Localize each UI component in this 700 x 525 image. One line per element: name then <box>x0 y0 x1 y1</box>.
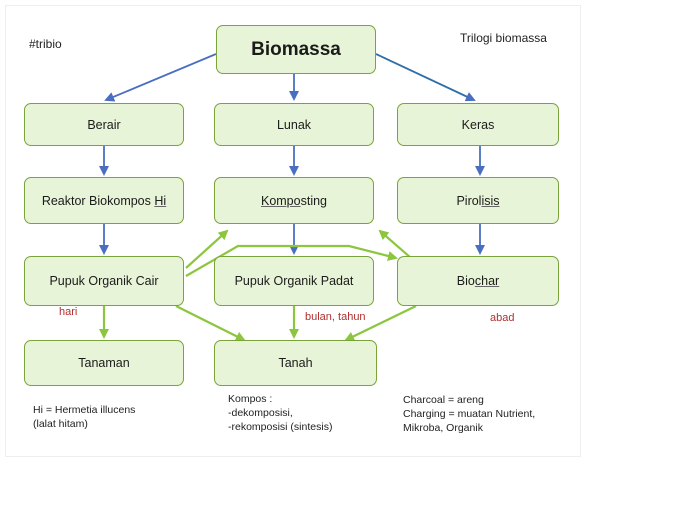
note-kompos-line2: -dekomposisi, <box>228 407 293 419</box>
node-reaktor-label: Reaktor Biokompos Hi <box>42 194 166 208</box>
node-poc-label: Pupuk Organik Cair <box>49 274 159 288</box>
diagram-canvas: #tribio Trilogi biomassa Biomassa Berair… <box>6 6 580 456</box>
node-tanaman: Tanaman <box>24 340 184 386</box>
note-kompos-line3: -rekomposisi (sintesis) <box>228 421 333 433</box>
arrow-poc-tanah <box>175 305 246 341</box>
arrow-biomassa-berair <box>104 53 217 102</box>
node-pirolisis: Pirolisis <box>397 177 559 224</box>
node-tanah-label: Tanah <box>278 356 313 370</box>
biochar-text: Bio <box>456 274 475 288</box>
note-charcoal: Charcoal = areng Charging = muatan Nutri… <box>403 393 535 435</box>
node-komposting: Komposting <box>214 177 374 224</box>
note-charcoal-line3: Mikroba, Organik <box>403 422 483 434</box>
subtitle-label: Trilogi biomassa <box>460 31 547 45</box>
time-label-hari: hari <box>59 306 78 318</box>
note-charcoal-line1: Charcoal = areng <box>403 394 484 406</box>
node-lunak-label: Lunak <box>276 117 312 132</box>
note-hermetia-line2: (lalat hitam) <box>33 418 88 430</box>
tag-label: #tribio <box>29 37 62 51</box>
node-biomassa-label: Biomassa <box>251 38 341 60</box>
time-label-bulan-tahun: bulan, tahun <box>305 311 366 323</box>
node-tanah: Tanah <box>214 340 377 386</box>
node-berair: Berair <box>24 103 184 146</box>
note-kompos-line1: Kompos : <box>228 393 273 405</box>
node-tanaman-label: Tanaman <box>78 356 130 370</box>
note-hermetia-line1: Hi = Hermetia illucens <box>33 404 136 416</box>
node-pirolisis-label: Pirolisis <box>456 194 499 208</box>
node-pupuk-organik-cair: Pupuk Organik Cair <box>24 256 184 306</box>
pirolisis-text: Pirol <box>456 193 482 208</box>
komposting-text: sting <box>300 193 327 208</box>
komposting-underlined-text: Kompo <box>260 193 301 208</box>
arrow-poc-biochar <box>185 244 398 277</box>
note-hermetia: Hi = Hermetia illucens (lalat hitam) <box>33 403 135 431</box>
note-charcoal-line2: Charging = muatan Nutrient, <box>403 408 536 420</box>
arrow-biochar-komposting <box>378 229 412 259</box>
reaktor-text: Reaktor Biokompos <box>41 193 155 208</box>
pirolisis-underlined-text: isis <box>481 193 500 208</box>
node-reaktor-biokompos: Reaktor Biokompos Hi <box>24 177 184 224</box>
node-biochar-label: Biochar <box>457 274 499 288</box>
arrow-poc-komposting <box>185 229 229 269</box>
arrow-biochar-tanah <box>344 305 417 342</box>
node-pop-label: Pupuk Organik Padat <box>234 274 354 288</box>
node-biochar: Biochar <box>397 256 559 306</box>
node-komposting-label: Komposting <box>261 194 327 208</box>
arrow-layer <box>99 53 485 342</box>
arrow-biomassa-keras <box>375 53 476 102</box>
node-berair-label: Berair <box>87 117 121 132</box>
biochar-underlined-text: char <box>474 274 500 288</box>
node-keras: Keras <box>397 103 559 146</box>
node-pupuk-organik-padat: Pupuk Organik Padat <box>214 256 374 306</box>
note-kompos: Kompos : -dekomposisi, -rekomposisi (sin… <box>228 392 332 434</box>
reaktor-hi-text: Hi <box>154 193 167 208</box>
node-lunak: Lunak <box>214 103 374 146</box>
node-biomassa: Biomassa <box>216 25 376 74</box>
time-label-abad: abad <box>490 312 515 324</box>
node-keras-label: Keras <box>461 117 495 132</box>
